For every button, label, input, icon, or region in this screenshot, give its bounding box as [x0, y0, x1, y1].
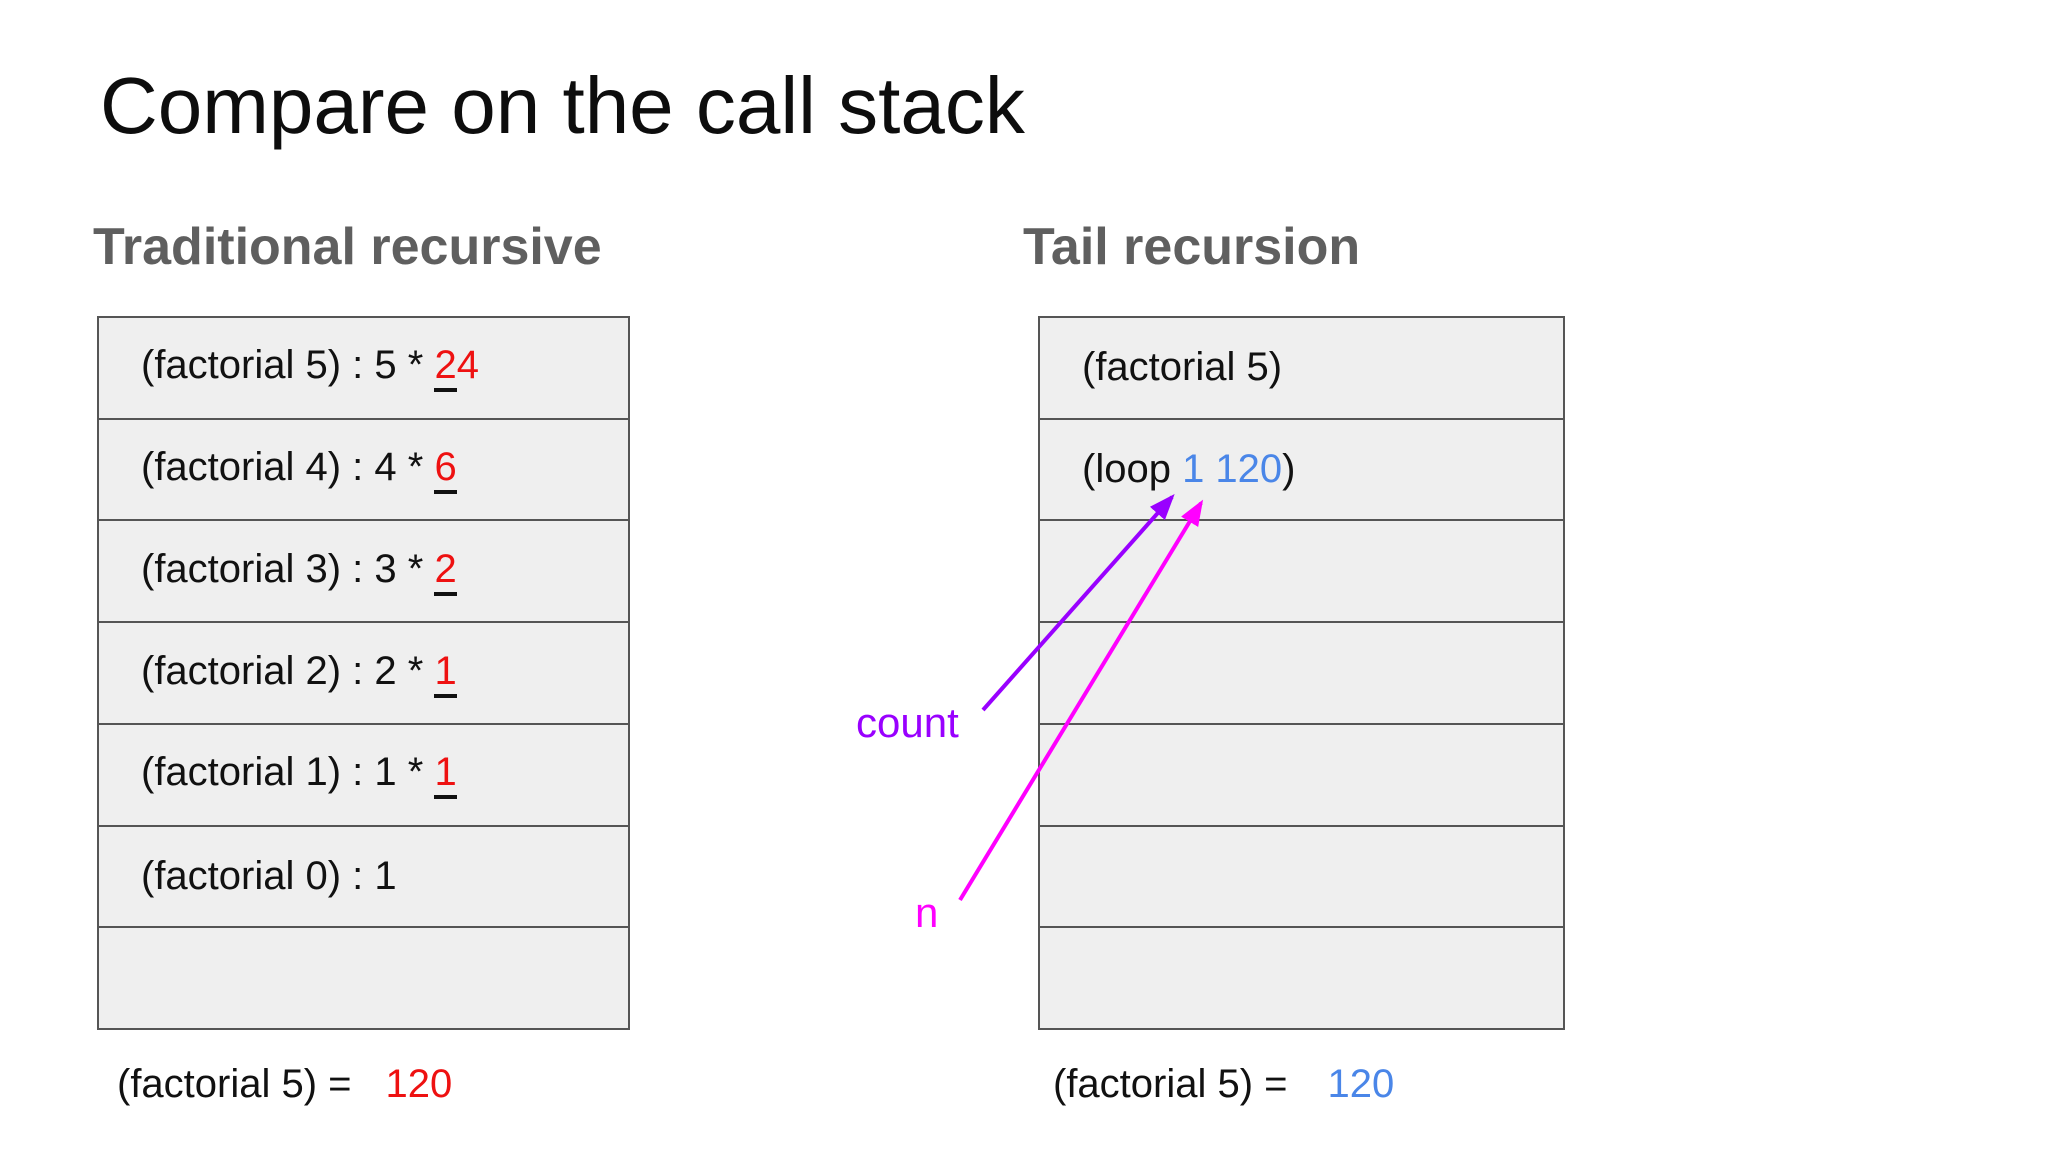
result-traditional: (factorial 5) = 120 [117, 1062, 452, 1107]
stack-row-empty [1040, 519, 1563, 621]
result-value: 120 [385, 1062, 453, 1106]
stack-row-empty [1040, 824, 1563, 927]
stack-row-empty [1040, 621, 1563, 723]
stack-row-text: (factorial 4) : 4 * [141, 445, 435, 490]
stack-row: (factorial 0) : 1 [99, 824, 628, 927]
stack-row: (factorial 1) : 1 * 1 [99, 722, 628, 825]
stack-row-text: (loop [1082, 447, 1183, 492]
stack-row: (factorial 2) : 2 * 1 [99, 621, 628, 723]
stack-row-empty [1040, 722, 1563, 825]
stack-row-value-underlined: 6 [434, 447, 457, 495]
call-stack-tail: (factorial 5) (loop 1 120) [1038, 316, 1565, 1030]
loop-args: 1 120 [1182, 447, 1283, 492]
stack-row-empty [1040, 926, 1563, 1028]
stack-row: (factorial 5) : 5 * 24 [99, 318, 628, 418]
stack-row-text: (factorial 5) : 5 * [141, 343, 435, 388]
stack-row-text-suffix: ) [1282, 447, 1296, 492]
page-title: Compare on the call stack [100, 61, 1025, 150]
stack-row-text: (factorial 5) [1082, 345, 1283, 390]
stack-row-text: (factorial 0) : 1 [141, 853, 397, 898]
result-tail: (factorial 5) = 120 [1053, 1060, 1401, 1108]
result-value: 120 [1321, 1060, 1401, 1108]
stack-row: (factorial 4) : 4 * 6 [99, 417, 628, 520]
count-label: count [856, 699, 959, 746]
heading-tail-recursion: Tail recursion [1023, 218, 1361, 276]
n-label: n [915, 889, 939, 936]
stack-row: (factorial 3) : 3 * 2 [99, 519, 628, 621]
result-label: (factorial 5) = [1053, 1062, 1288, 1106]
stack-row-text: (factorial 1) : 1 * [141, 750, 435, 795]
call-stack-traditional: (factorial 5) : 5 * 24 (factorial 4) : 4… [97, 316, 630, 1030]
stack-row-value-underlined: 2 [434, 345, 457, 393]
stack-row-value-underlined: 1 [434, 752, 457, 800]
stack-row: (loop 1 120) [1040, 417, 1563, 520]
stack-row-value-underlined: 2 [434, 549, 457, 596]
result-label: (factorial 5) = [117, 1062, 352, 1106]
stack-row-value: 4 [456, 343, 479, 388]
stack-row-value-underlined: 1 [434, 651, 457, 698]
stack-row-empty [99, 926, 628, 1028]
heading-traditional-recursive: Traditional recursive [93, 218, 602, 276]
stack-row: (factorial 5) [1040, 318, 1563, 418]
stack-row-text: (factorial 2) : 2 * [141, 648, 435, 693]
stack-row-text: (factorial 3) : 3 * [141, 546, 435, 591]
